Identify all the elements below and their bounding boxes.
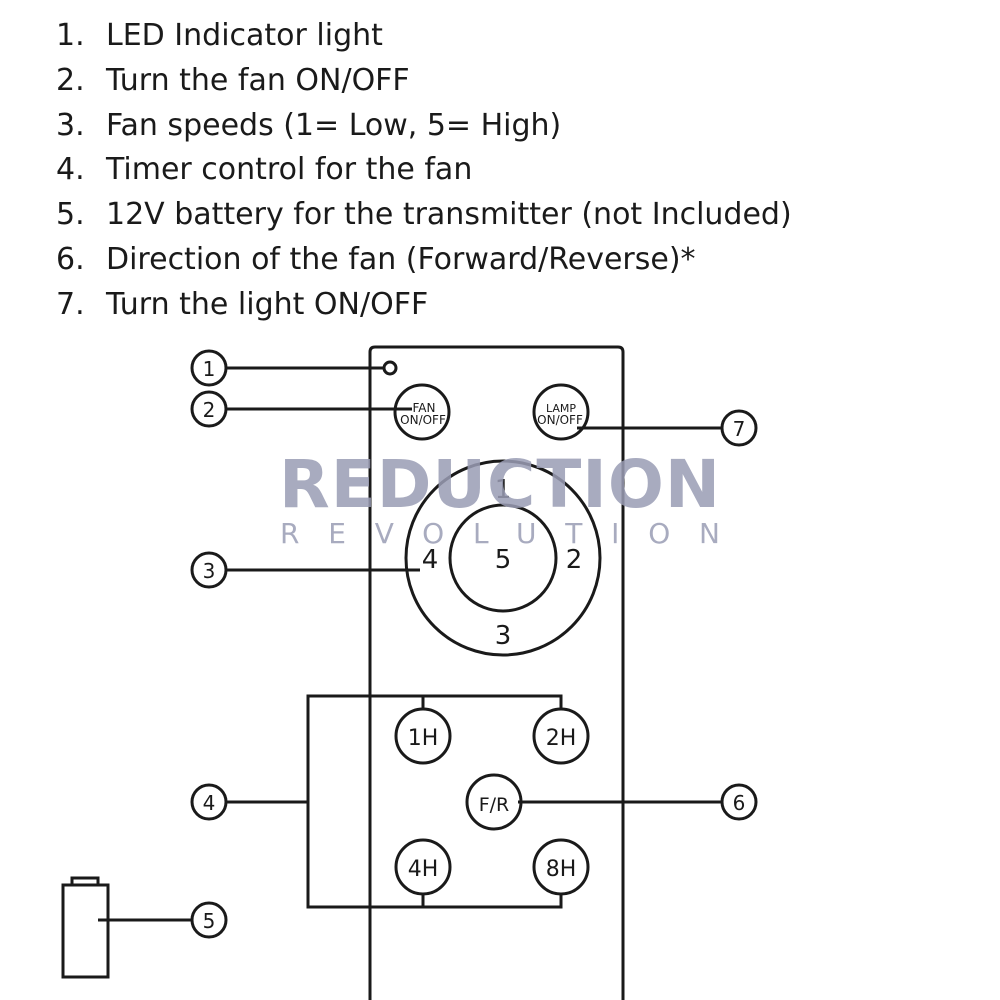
svg-text:8H: 8H bbox=[546, 857, 577, 882]
svg-text:ON/OFF: ON/OFF bbox=[537, 413, 583, 427]
speed-5-label: 5 bbox=[495, 545, 512, 575]
lamp-onoff-button[interactable]: LAMP ON/OFF bbox=[532, 383, 590, 441]
timer-bracket-bottom bbox=[423, 894, 563, 909]
timer-4h-button[interactable]: 4H bbox=[394, 838, 452, 896]
callout-5: 5 bbox=[190, 901, 228, 939]
svg-text:LAMP: LAMP bbox=[546, 402, 576, 415]
svg-text:FAN: FAN bbox=[413, 401, 436, 415]
callout-1: 1 bbox=[190, 349, 228, 387]
direction-button[interactable]: F/R bbox=[465, 773, 523, 831]
timer-8h-button[interactable]: 8H bbox=[532, 838, 590, 896]
legend-item-2: 2.Turn the fan ON/OFF bbox=[56, 62, 410, 98]
speed-1-label[interactable]: 1 bbox=[495, 475, 512, 505]
timer-1h-button[interactable]: 1H bbox=[394, 707, 452, 765]
svg-text:4: 4 bbox=[203, 791, 216, 815]
legend-item-6: 6.Direction of the fan (Forward/Reverse)… bbox=[56, 241, 696, 277]
svg-text:2: 2 bbox=[203, 398, 216, 422]
svg-text:6: 6 bbox=[733, 791, 746, 815]
svg-text:3: 3 bbox=[203, 559, 216, 583]
timer-bracket bbox=[306, 694, 425, 909]
callout-7: 7 bbox=[720, 409, 758, 447]
speed-2-label[interactable]: 2 bbox=[566, 545, 583, 575]
svg-text:F/R: F/R bbox=[479, 794, 510, 816]
watermark-logo: REDUCTION REVOLUTION bbox=[279, 446, 721, 550]
remote-body bbox=[368, 345, 625, 1000]
callout-4: 4 bbox=[190, 783, 228, 821]
svg-text:1: 1 bbox=[203, 357, 216, 381]
timer-2h-button[interactable]: 2H bbox=[532, 707, 590, 765]
legend-item-7: 7.Turn the light ON/OFF bbox=[56, 286, 429, 322]
callout-6: 6 bbox=[720, 783, 758, 821]
battery-icon bbox=[61, 876, 110, 979]
callout-2: 2 bbox=[190, 390, 228, 428]
callout-3: 3 bbox=[190, 551, 228, 589]
legend-item-3: 3.Fan speeds (1= Low, 5= High) bbox=[56, 107, 562, 143]
legend-item-1: 1.LED Indicator light bbox=[56, 18, 383, 53]
svg-text:2H: 2H bbox=[546, 726, 577, 751]
speed-3-label[interactable]: 3 bbox=[495, 621, 512, 651]
legend-list: 1.LED Indicator light 2.Turn the fan ON/… bbox=[56, 14, 792, 328]
speed-5-button[interactable] bbox=[448, 503, 558, 613]
speed-4-label[interactable]: 4 bbox=[422, 545, 439, 575]
legend-item-5: 5.12V battery for the transmitter (not I… bbox=[56, 197, 792, 233]
svg-text:7: 7 bbox=[733, 417, 746, 441]
legend-item-4: 4.Timer control for the fan bbox=[56, 152, 473, 188]
svg-text:1H: 1H bbox=[408, 726, 439, 751]
svg-text:5: 5 bbox=[203, 909, 216, 933]
speed-dial-ring bbox=[404, 459, 602, 657]
svg-text:REDUCTION: REDUCTION bbox=[279, 446, 721, 523]
svg-text:4H: 4H bbox=[408, 857, 439, 882]
timer-bracket-top bbox=[423, 694, 563, 709]
led-indicator bbox=[382, 360, 398, 376]
fan-onoff-button[interactable]: FAN ON/OFF bbox=[393, 383, 451, 441]
svg-text:ON/OFF: ON/OFF bbox=[400, 413, 446, 427]
